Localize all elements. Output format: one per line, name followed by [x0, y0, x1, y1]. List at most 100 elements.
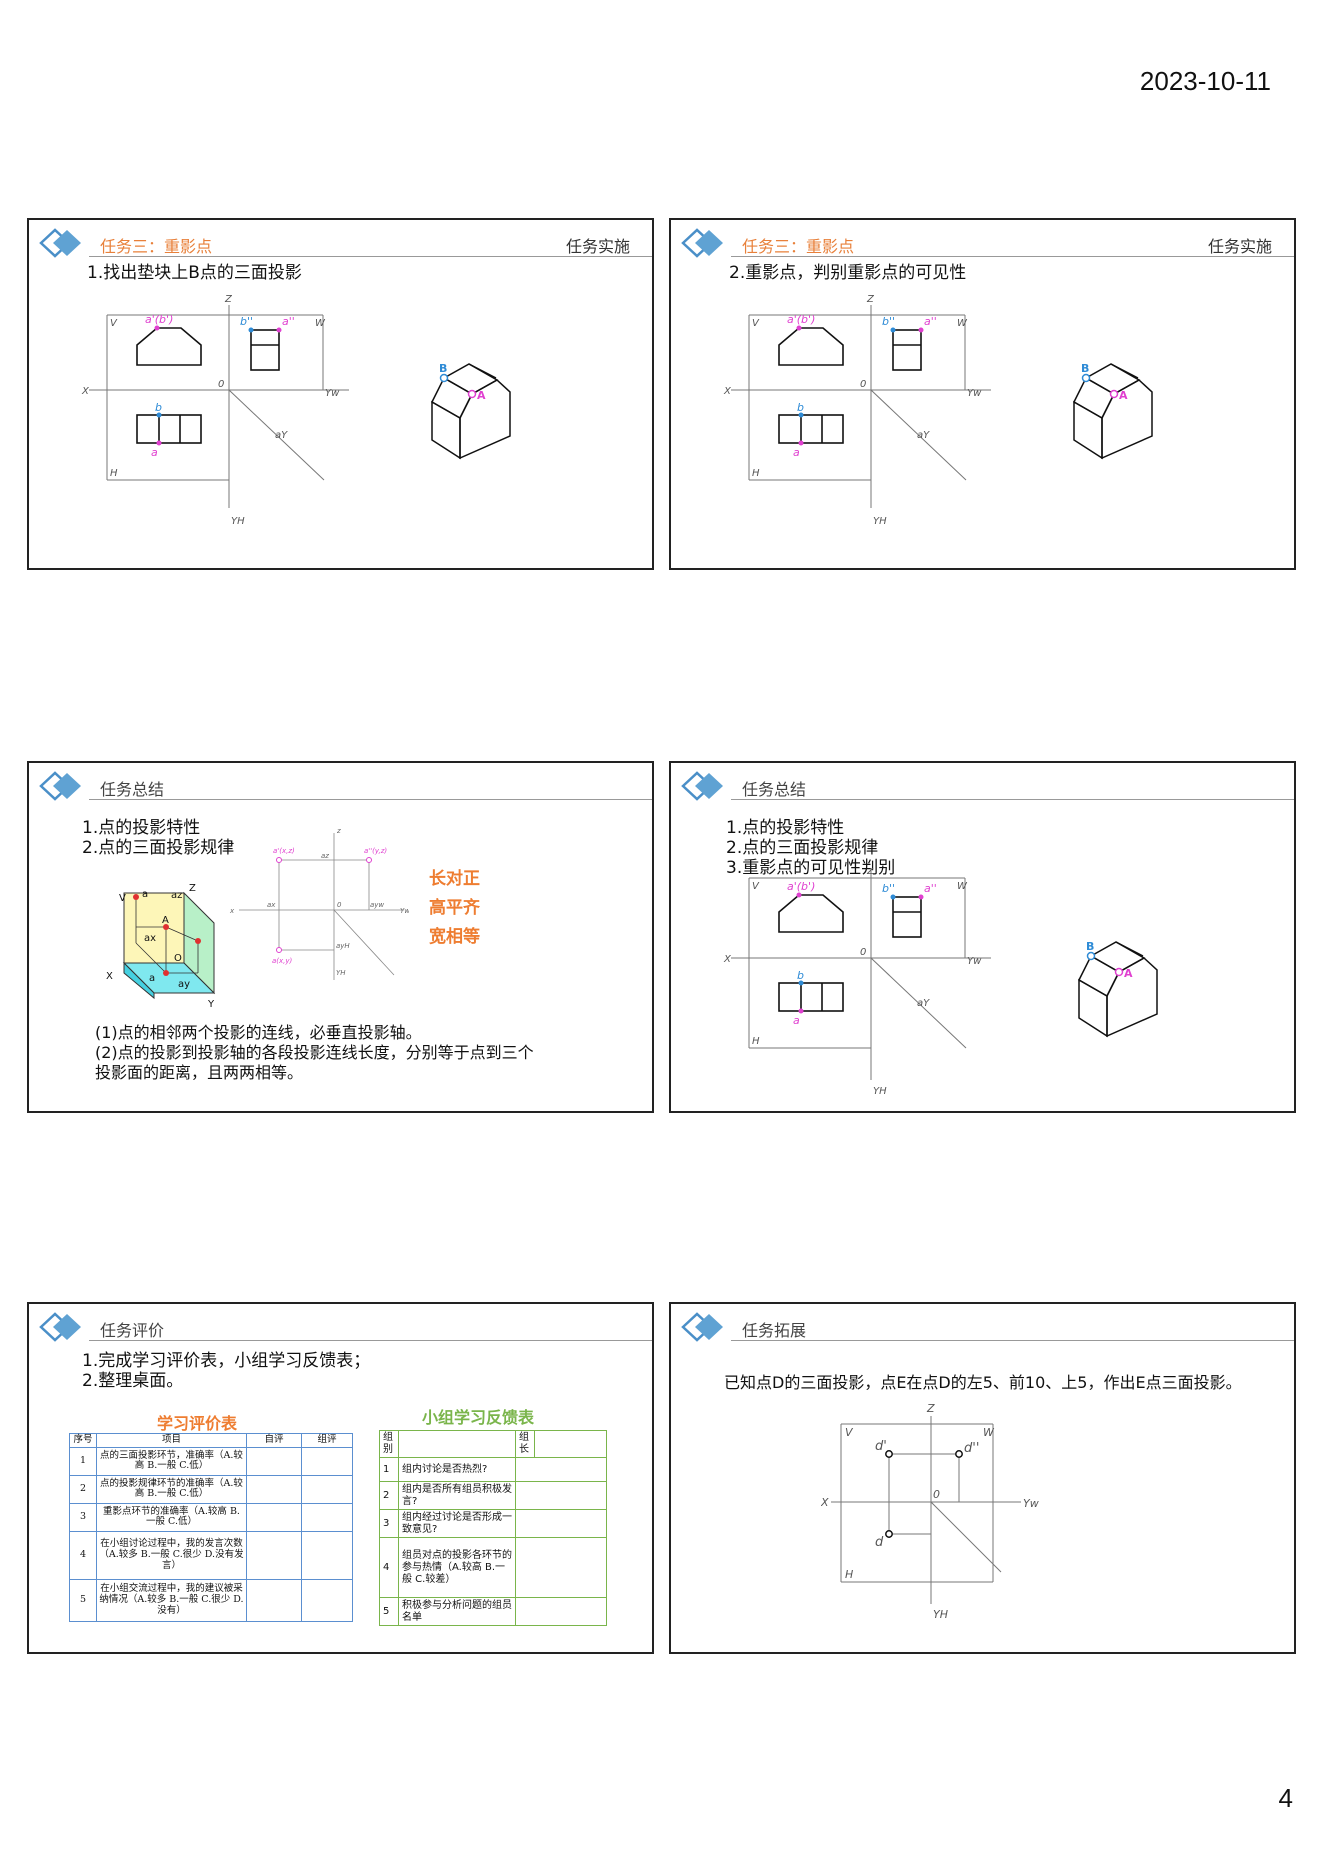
self-score-cell[interactable] [246, 1578, 302, 1622]
note-text: (2)点的投影到投影轴的各段投影连线长度，分别等于点到三个 [95, 1043, 534, 1062]
slide-title: 任务三：重影点 [742, 237, 855, 256]
svg-text:d'': d'' [964, 1441, 979, 1456]
svg-text:A: A [1119, 389, 1128, 402]
logo-icon [39, 771, 81, 801]
svg-text:0: 0 [933, 1488, 940, 1501]
answer-cell[interactable] [515, 1457, 607, 1482]
slide-5: 任务评价 1.完成学习评价表，小组学习反馈表； 2.整理桌面。 学习评价表 序号… [27, 1302, 654, 1654]
feedback-table-title: 小组学习反馈表 [422, 1408, 535, 1427]
svg-text:H: H [752, 1036, 760, 1047]
self-score-cell[interactable] [246, 1446, 302, 1476]
svg-text:b: b [797, 969, 804, 982]
svg-text:a'(b'): a'(b') [787, 313, 815, 326]
point-d-projection-diagram: V W H X Z 0 Yw YH d' d'' d [821, 1404, 1039, 1621]
logo-icon [681, 228, 723, 258]
svg-text:Yw: Yw [325, 388, 340, 399]
svg-text:Z: Z [866, 294, 875, 305]
svg-text:Z: Z [866, 868, 875, 877]
self-score-cell[interactable] [246, 1474, 302, 1504]
svg-text:a: a [151, 446, 158, 459]
page-date: 2023-10-11 [1139, 66, 1271, 96]
svg-text:Yw: Yw [400, 907, 409, 915]
table-header: 组别 [379, 1430, 399, 1458]
answer-cell[interactable] [515, 1509, 607, 1538]
group-score-cell[interactable] [301, 1578, 353, 1622]
svg-text:b: b [155, 401, 162, 414]
svg-text:X: X [106, 971, 113, 982]
eval-table-title: 学习评价表 [157, 1414, 238, 1433]
divider [731, 256, 1294, 257]
svg-text:V: V [752, 318, 760, 329]
logo-icon [681, 1312, 723, 1342]
svg-text:a(x,y): a(x,y) [272, 957, 293, 965]
svg-text:YH: YH [231, 516, 245, 527]
svg-text:0: 0 [860, 947, 866, 958]
self-score-cell[interactable] [246, 1502, 302, 1532]
slide-title: 任务评价 [100, 1321, 165, 1340]
group-score-cell[interactable] [301, 1446, 353, 1476]
svg-text:X: X [821, 1496, 829, 1509]
svg-text:az: az [321, 852, 329, 860]
self-score-cell[interactable] [246, 1530, 302, 1580]
svg-text:0: 0 [860, 379, 866, 390]
group-score-cell[interactable] [301, 1502, 353, 1532]
answer-cell[interactable] [515, 1537, 607, 1598]
svg-text:ayH: ayH [336, 942, 350, 950]
svg-text:a''(y,z): a''(y,z) [364, 847, 387, 855]
svg-text:a: a [793, 1014, 800, 1027]
divider [731, 1340, 1294, 1341]
group-score-cell[interactable] [301, 1474, 353, 1504]
leader-cell[interactable] [534, 1430, 607, 1458]
svg-text:W: W [983, 1426, 995, 1439]
slide-text: 已知点D的三面投影，点E在点D的左5、前10、上5，作出E点三面投影。 [724, 1373, 1242, 1392]
group-score-cell[interactable] [301, 1530, 353, 1580]
svg-text:a'(x,z): a'(x,z) [273, 847, 295, 855]
three-view-diagram: V W H X 0 Yw YH aY Z a'(b') b'' a'' b a [723, 868, 991, 1097]
svg-text:ayw: ayw [370, 901, 384, 909]
answer-cell[interactable] [515, 1481, 607, 1510]
divider [89, 256, 652, 257]
svg-text:Yw: Yw [967, 956, 982, 967]
svg-text:z: z [336, 827, 341, 835]
slide-text: 2.整理桌面。 [82, 1371, 184, 1391]
svg-text:aY: aY [917, 430, 930, 441]
svg-text:H: H [110, 468, 118, 479]
svg-text:YH: YH [873, 516, 887, 527]
answer-cell[interactable] [515, 1597, 607, 1626]
svg-text:H: H [752, 468, 760, 479]
three-view-diagram: V W H X Z 0 Yw YH aY a'(b') b'' a'' b a [81, 294, 349, 527]
three-view-diagram: V W H X Z 0 Yw YH aY a'(b') b'' a'' b a [723, 294, 991, 527]
svg-text:ax: ax [144, 933, 156, 944]
slide-title: 任务三：重影点 [100, 237, 213, 256]
slide-title: 任务拓展 [742, 1321, 807, 1340]
divider [731, 799, 1294, 800]
slide-text: 1.完成学习评价表，小组学习反馈表； [82, 1351, 371, 1371]
group-cell[interactable] [398, 1430, 516, 1458]
svg-text:x: x [229, 907, 235, 915]
svg-text:V: V [110, 318, 118, 329]
svg-text:YH: YH [873, 1086, 887, 1097]
rule-text: 宽相等 [429, 927, 480, 947]
svg-text:YH: YH [933, 1608, 948, 1621]
svg-text:a: a [149, 973, 155, 984]
slide-text: 1.找出垫块上B点的三面投影 [87, 263, 302, 283]
block-isometric: B A [1073, 362, 1153, 460]
svg-text:a'(b'): a'(b') [787, 880, 815, 893]
slide-text: 3.重影点的可见性判别 [726, 858, 896, 878]
note-text: (1)点的相邻两个投影的连线，必垂直投影轴。 [95, 1023, 422, 1042]
slide-tag: 任务实施 [1207, 237, 1272, 256]
svg-text:a'(b'): a'(b') [145, 313, 173, 326]
svg-text:O: O [174, 953, 182, 964]
note-text: 投影面的距离，且两两相等。 [95, 1063, 304, 1082]
block-isometric: B A [1078, 940, 1158, 1038]
projection-cube-illustration: V a az Z A ax O X a ay Y [106, 883, 216, 1010]
svg-text:aY: aY [917, 998, 930, 1009]
logo-icon [39, 228, 81, 258]
svg-text:Yw: Yw [1023, 1497, 1039, 1510]
